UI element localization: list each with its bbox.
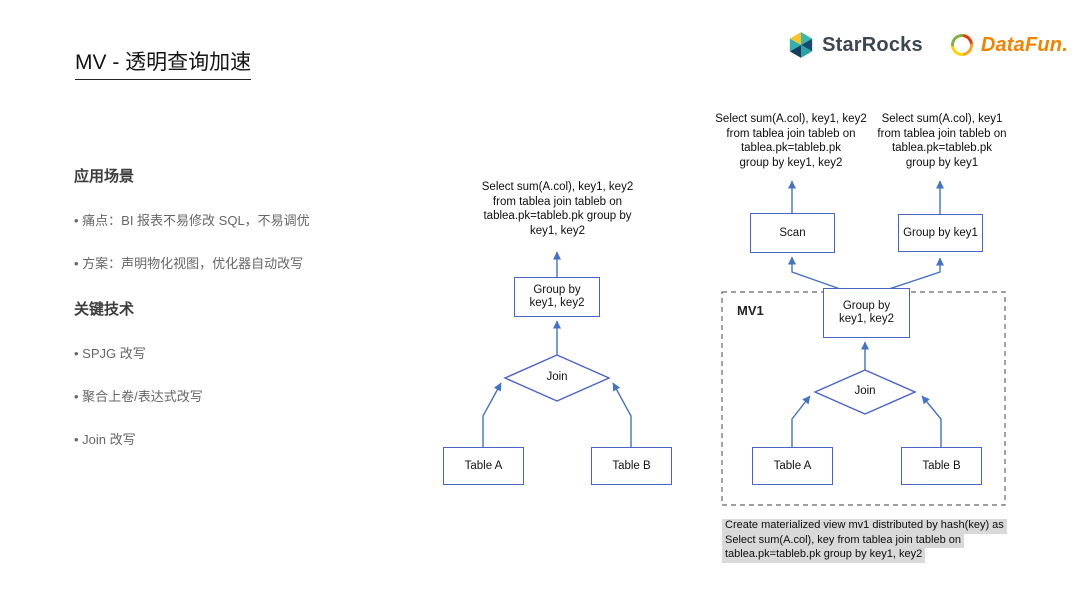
bullet-pain-point: • 痛点：BI 报表不易修改 SQL，不易调优 [74,213,310,228]
arrow-center-tablea-to-join [482,382,502,447]
right-groupby-node: Group by key1, key2 [823,288,910,338]
center-table-b-node: Table B [591,447,672,485]
bullet-join: • Join 改写 [74,432,136,447]
datafun-logo-icon [950,34,973,56]
arrow-right-groupby-to-groupbykey1 [885,257,944,291]
right-table-b-node: Table B [901,447,982,485]
datafun-logo-text: DataFun. [980,33,1068,56]
starrocks-logo-icon [789,32,813,58]
right-scan-node: Scan [750,213,835,253]
logo-row: StarRocks DataFun. [786,30,1068,60]
starrocks-logo: StarRocks [786,30,923,60]
right-table-a-node: Table A [752,447,833,485]
center-join-label: Join [546,371,568,383]
arrow-right-tablea-to-join [791,395,811,447]
mv1-label: MV1 [737,303,764,318]
center-table-a-node: Table A [443,447,524,485]
center-groupby-node: Group by key1, key2 [514,277,600,317]
arrow-center-tableb-to-join [612,382,632,447]
mv-create-statement-line3: tablea.pk=tableb.pk group by key1, key2 [722,548,926,563]
page-title: MV - 透明查询加速 [75,46,252,80]
mv-create-statement-line1: Create materialized view mv1 distributed… [722,519,1007,534]
mv-create-statement: Create materialized view mv1 distributed… [722,519,1007,563]
datafun-logo: DataFun. [949,32,1068,58]
bullet-rollup: • 聚合上卷/表达式改写 [74,389,203,404]
right-sql-query-left: Select sum(A.col), key1, key2 from table… [715,113,867,169]
arrow-right-tableb-to-join [921,395,942,447]
section-heading-application: 应用场景 [74,168,135,185]
page-title-text: MV - 透明查询加速 [75,51,252,80]
mv-create-statement-line2: Select sum(A.col), key from tablea join … [722,533,965,548]
right-sql-query-right: Select sum(A.col), key1 from tablea join… [877,113,1007,169]
left-panel: 应用场景 • 痛点：BI 报表不易修改 SQL，不易调优 • 方案：声明物化视图… [74,165,414,448]
section-heading-key-tech: 关键技术 [74,301,135,318]
arrow-right-groupby-to-scan [788,256,844,291]
center-sql-query: Select sum(A.col), key1, key2 from table… [481,181,634,237]
right-groupby-key1-node: Group by key1 [898,214,983,252]
bullet-solution: • 方案：声明物化视图，优化器自动改写 [74,256,304,271]
starrocks-logo-text: StarRocks [822,33,923,56]
bullet-spjg: • SPJG 改写 [74,346,146,361]
right-join-label: Join [854,385,876,397]
